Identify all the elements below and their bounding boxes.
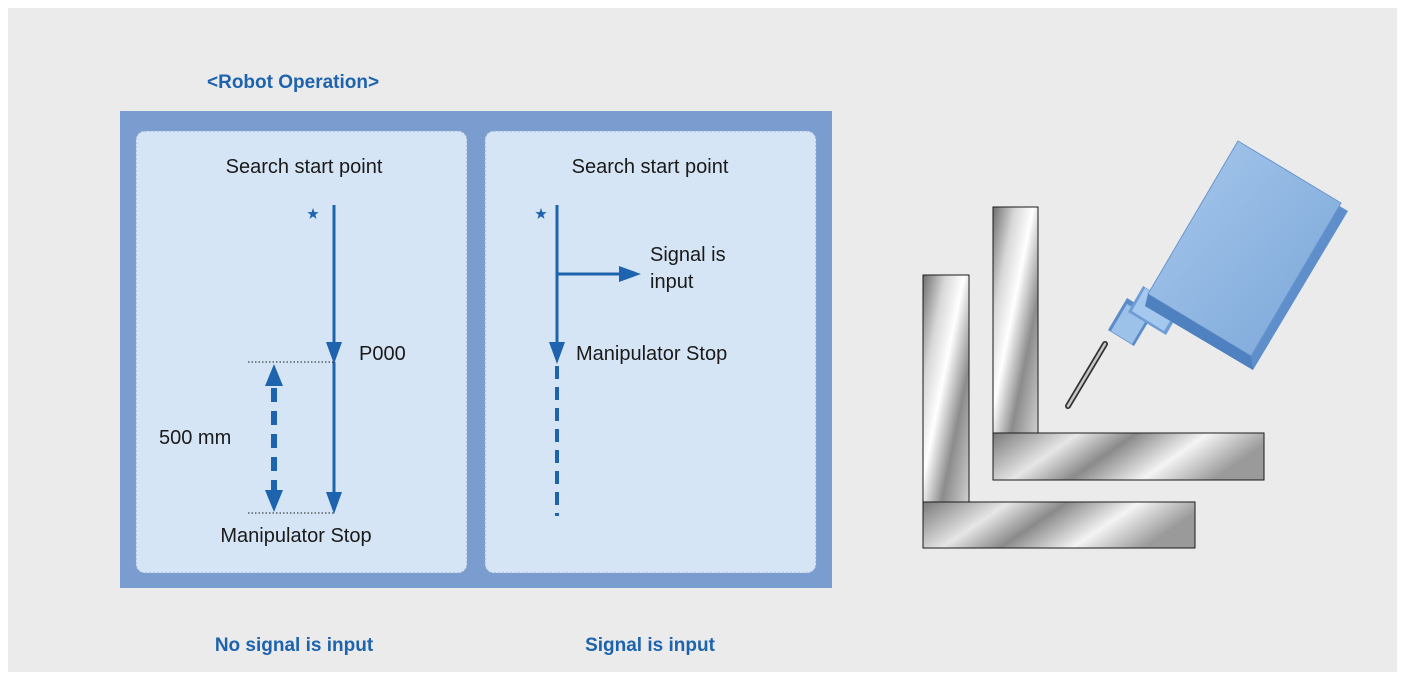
workpiece-back (992, 206, 1265, 481)
left-search-start-label: Search start point (225, 156, 383, 178)
start-star-icon (307, 208, 319, 219)
start-star-icon (535, 208, 547, 219)
right-manipulator-stop-label: Manipulator Stop (576, 343, 728, 365)
right-search-start-label: Search start point (571, 156, 729, 178)
distance-arrowhead-down (265, 490, 283, 512)
distance-label: 500 mm (159, 427, 232, 449)
signal-label-line2: input (650, 271, 694, 293)
signal-label-line1: Signal is (650, 244, 726, 266)
left-caption: No signal is input (214, 635, 374, 656)
right-panel (484, 130, 817, 574)
welding-torch-icon (1065, 140, 1348, 409)
distance-arrowhead-up (265, 364, 283, 386)
diagram-graphics (120, 111, 1348, 588)
left-arrowhead-lower (326, 492, 342, 514)
left-panel (135, 130, 468, 574)
workpiece-front (922, 274, 1196, 549)
right-arrowhead (549, 342, 565, 364)
signal-arrowhead (619, 266, 641, 282)
right-caption: Signal is input (585, 635, 715, 656)
diagram-title: <Robot Operation> (207, 72, 380, 93)
left-manipulator-stop-label: Manipulator Stop (220, 525, 372, 547)
left-arrowhead-upper (326, 342, 342, 364)
p000-label: P000 (359, 343, 406, 365)
diagram-canvas: <Robot Operation> Search start point P00… (8, 8, 1397, 672)
